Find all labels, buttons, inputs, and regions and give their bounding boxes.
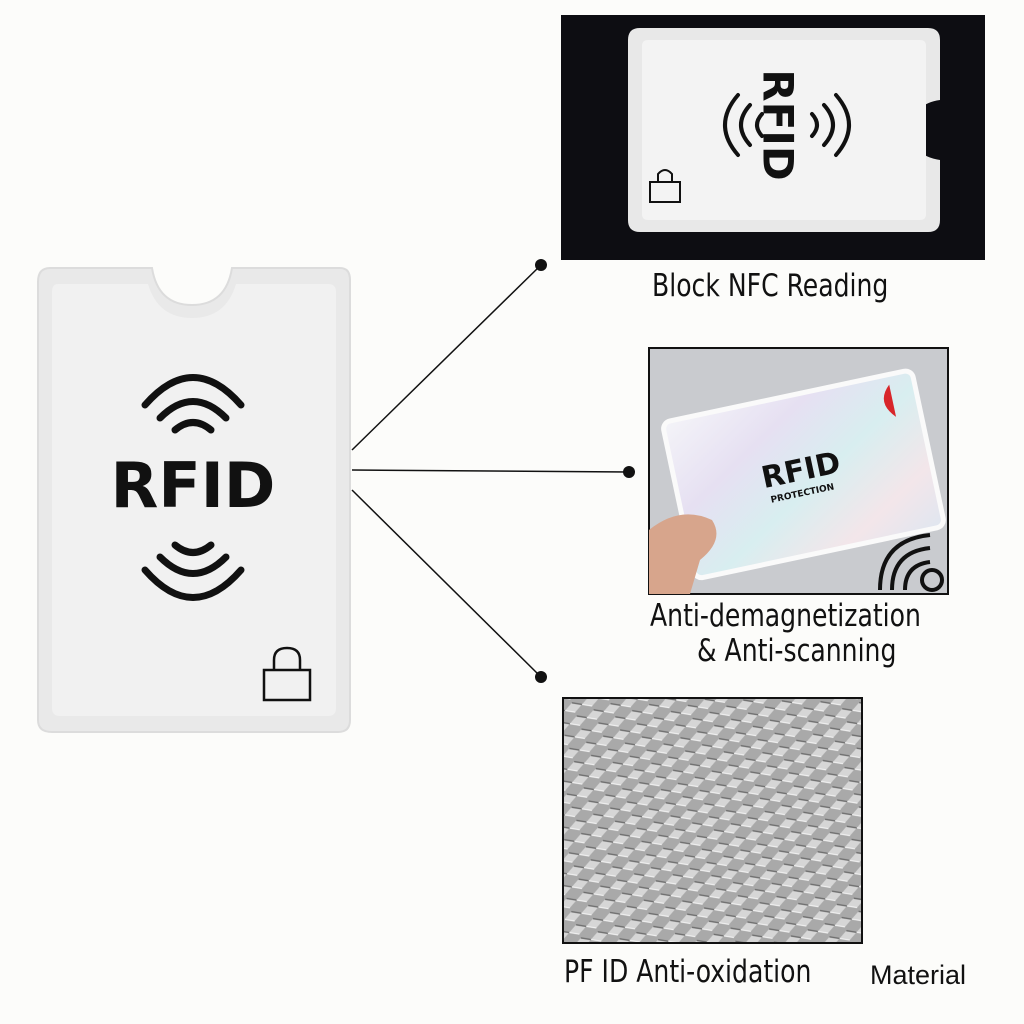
feature-label-block-nfc: Block NFC Reading bbox=[652, 268, 889, 304]
main-rfid-sleeve: RFID bbox=[37, 267, 351, 733]
feature-label-material: Material bbox=[870, 960, 967, 990]
block-nfc-photo: RFID bbox=[561, 15, 985, 260]
connector-lines bbox=[351, 264, 630, 678]
anti-scanning-photo: RFID PROTECTION bbox=[648, 347, 949, 595]
feature-label-anti-demagnetization: Anti-demagnetization bbox=[650, 598, 921, 634]
feature-label-anti-scanning: & Anti-scanning bbox=[697, 633, 897, 669]
foil-material-photo bbox=[562, 697, 863, 944]
lock-icon bbox=[262, 646, 312, 702]
feature-label-anti-oxidation: PF ID Anti-oxidation bbox=[564, 954, 812, 990]
svg-text:RFID: RFID bbox=[754, 69, 803, 181]
sleeve-rfid-text: RFID bbox=[111, 449, 276, 522]
connector-dots bbox=[535, 259, 635, 683]
signal-waves-icon bbox=[141, 374, 245, 601]
